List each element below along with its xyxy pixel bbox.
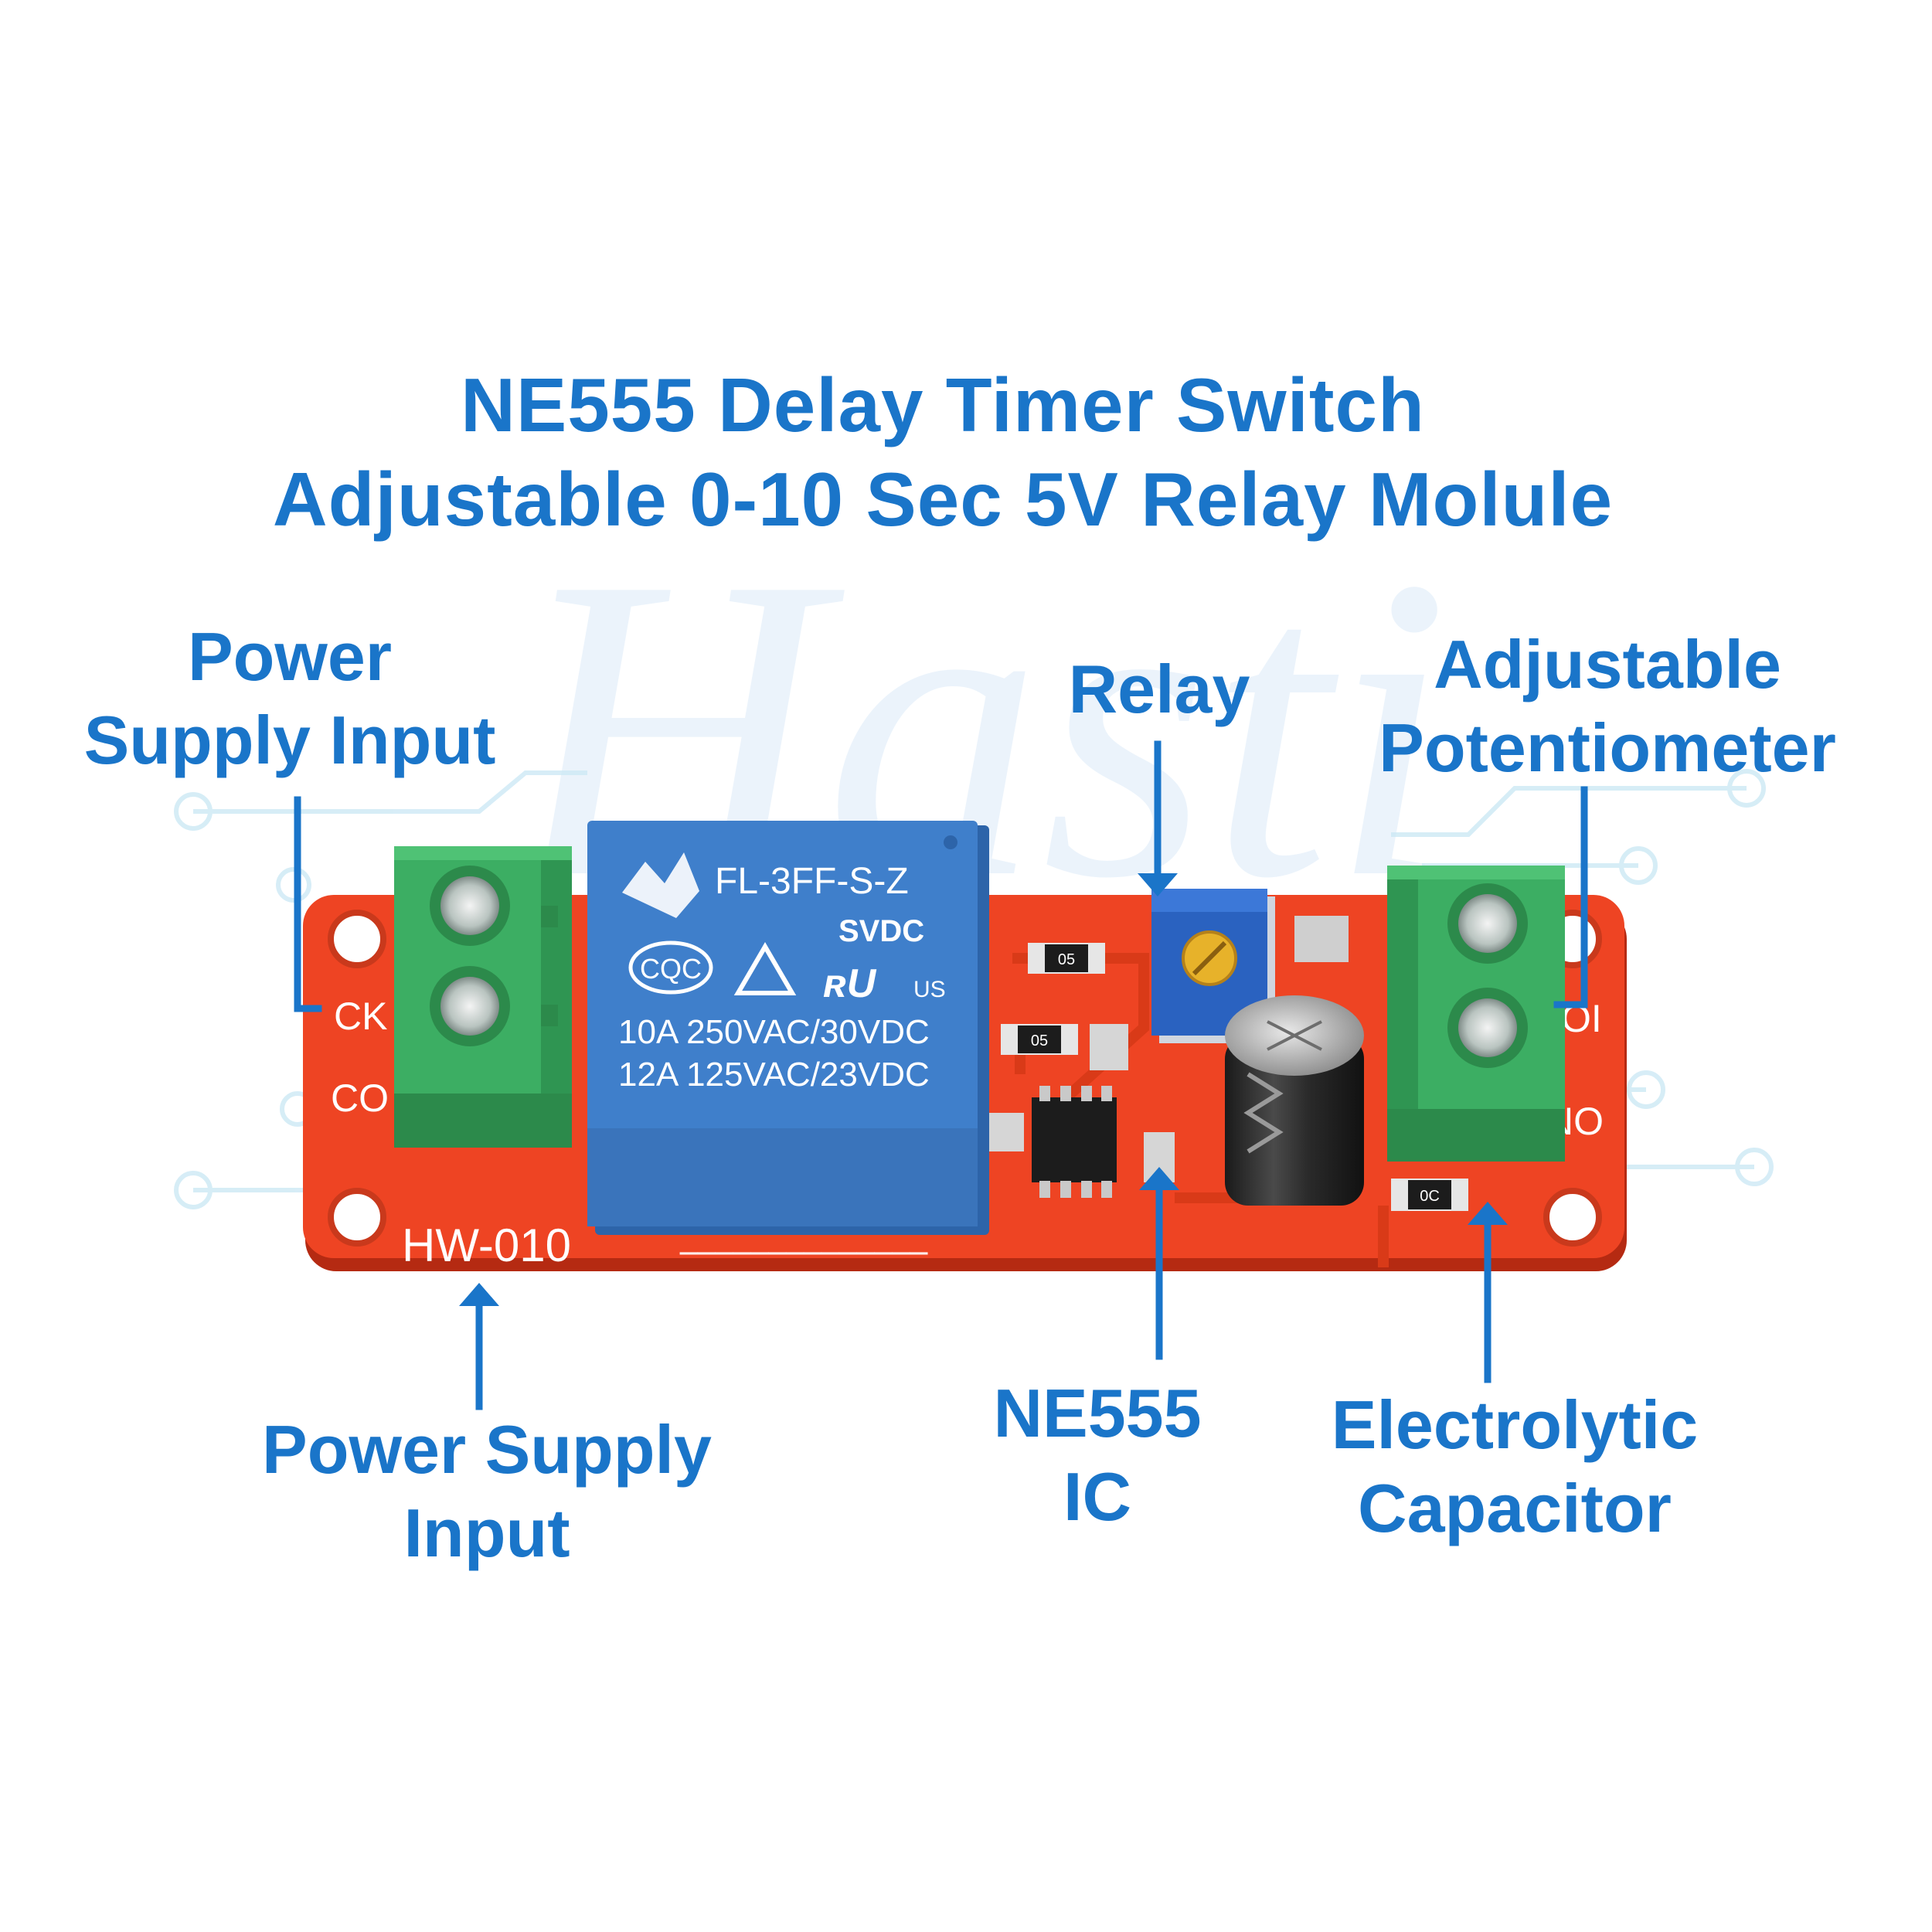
relay-component: FL-3FF-S-Z SVDC CQC ʀU US 10A 250VAC/30V… [587, 821, 989, 1235]
label-power-supply-input-bottom: Power Supply Input [255, 1408, 719, 1575]
label-line: Capacitor [1358, 1470, 1672, 1546]
callout-lines [294, 740, 1588, 1410]
board-model-label: HW-010 [402, 1219, 571, 1271]
label-line: Power Supply [262, 1411, 712, 1488]
callout-potentiometer [1553, 786, 1588, 1009]
callout-power-top [294, 796, 322, 1012]
board-silk-chinese-text: ────────────── [679, 1236, 928, 1270]
screw-icon [1458, 998, 1517, 1057]
ne555-ic-component [1032, 1086, 1117, 1198]
warning-triangle-icon [733, 942, 797, 995]
relay-rating-line-1: 10A 250VAC/30VDC [618, 1013, 930, 1051]
right-terminal-block [1387, 866, 1565, 1162]
label-line: Input [403, 1495, 570, 1571]
label-line: NE555 [993, 1375, 1202, 1451]
title-line-2: Adjustable 0-10 Sec 5V Relay Molule [272, 457, 1614, 542]
electrolytic-capacitor-component [1225, 995, 1364, 1206]
pin-label-co: CO [331, 1077, 389, 1120]
cqc-badge-text: CQC [640, 953, 702, 985]
label-adjustable-potentiometer: Adjustable Potentiometer [1314, 623, 1901, 790]
title-line-1: NE555 Delay Timer Switch [461, 362, 1425, 447]
label-line: Power [187, 618, 393, 695]
left-terminal-block [394, 846, 572, 1148]
label-relay: Relay [1068, 651, 1250, 727]
screw-icon [440, 876, 499, 935]
smd-code-text: 05 [1031, 1032, 1048, 1049]
relay-voltage-text: SVDC [838, 914, 924, 948]
screw-icon [1458, 894, 1517, 953]
label-line: Potentiometer [1379, 709, 1836, 786]
smd-code-text: 0C [1420, 1188, 1440, 1205]
screw-icon [440, 977, 499, 1036]
smd-components: 05 05 0C [989, 916, 1468, 1211]
mount-hole-top-left [328, 910, 386, 968]
arrow-up-icon [459, 1283, 499, 1306]
mount-hole-bottom-left [328, 1188, 386, 1247]
label-line: Electrolytic [1331, 1386, 1699, 1463]
pin-label-ck: CK [334, 995, 387, 1038]
relay-logo-icon [622, 852, 699, 918]
mount-hole-bottom-right [1543, 1188, 1602, 1247]
label-ne555-ic: NE555 IC [966, 1372, 1229, 1539]
callout-arrowheads [459, 873, 1508, 1306]
label-line: Adjustable [1434, 626, 1781, 702]
cqc-badge-icon [628, 940, 713, 995]
relay-model-text: FL-3FF-S-Z [715, 861, 909, 902]
arrow-down-icon [1138, 873, 1178, 896]
ul-mark-icon: ʀU [823, 961, 877, 1006]
arrow-up-icon [1468, 1202, 1508, 1225]
label-electrolytic-capacitor: Electrolytic Capacitor [1298, 1383, 1731, 1550]
relay-rating-line-2: 12A 125VAC/23VDC [618, 1056, 930, 1094]
label-power-supply-input-top: Power Supply Input [70, 615, 510, 782]
ul-us-text: US [913, 977, 946, 1002]
label-line: Supply Input [83, 702, 496, 778]
label-line: IC [1063, 1458, 1131, 1535]
arrow-up-icon [1139, 1167, 1179, 1190]
smd-code-text: 05 [1058, 951, 1075, 968]
